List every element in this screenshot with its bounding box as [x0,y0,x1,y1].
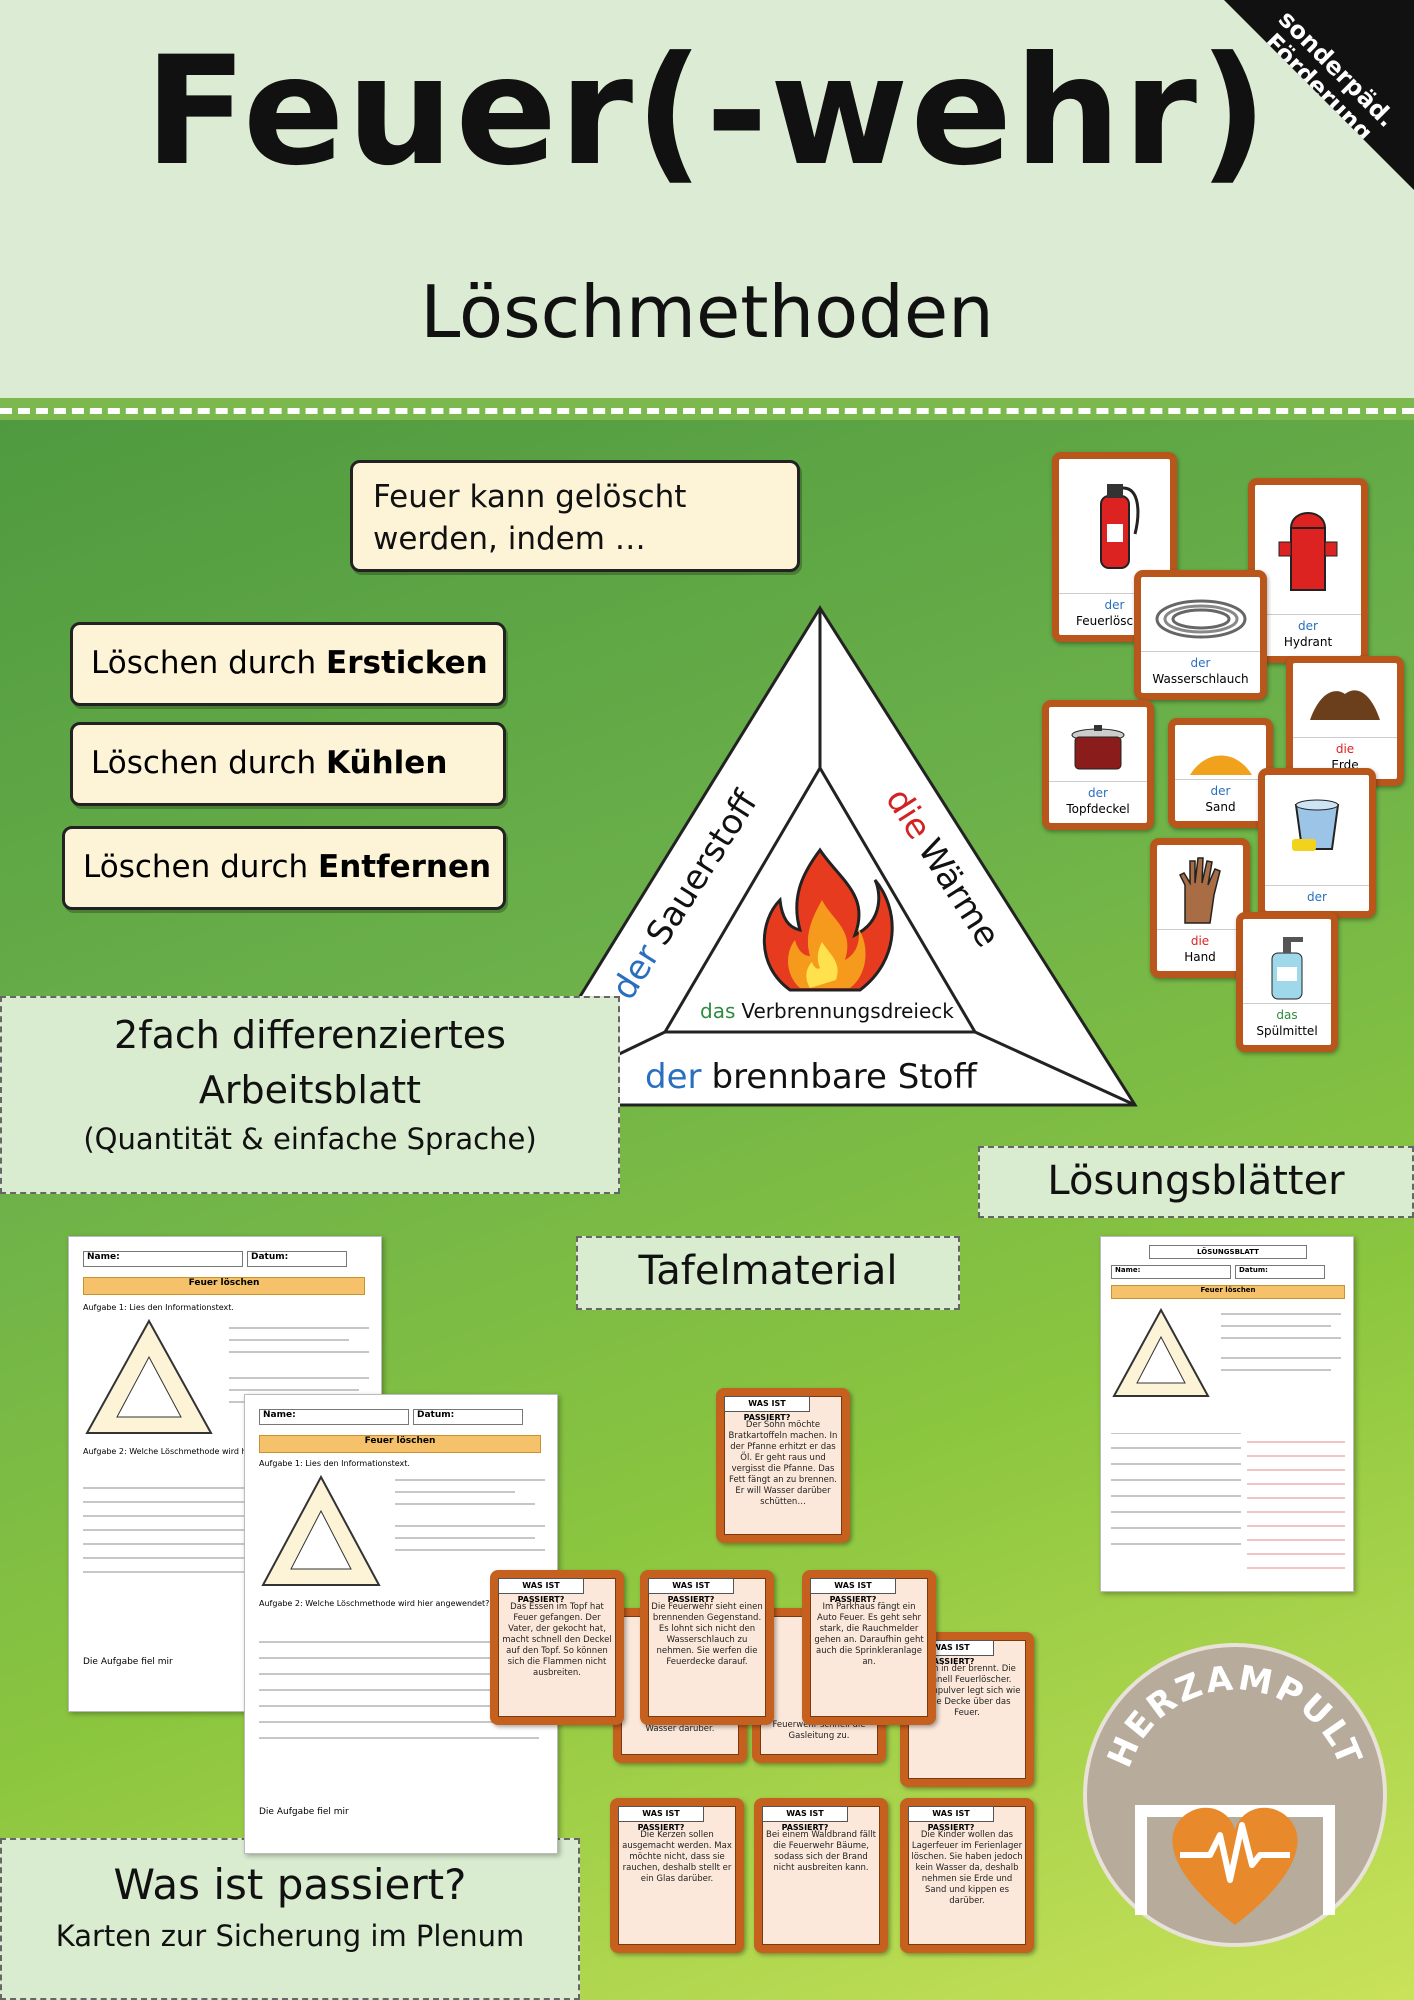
method-keyword: Ersticken [326,645,488,681]
solutions-label: Lösungsblätter [978,1146,1414,1218]
method-prefix: Löschen durch [91,745,327,781]
method-prefix: Löschen durch [91,645,327,681]
card-heading: WAS IST PASSIERT? [762,1806,848,1832]
what-happened-card: WAS IST PASSIERT?Die Kinder wollen das L… [900,1798,1034,1953]
card-heading: WAS IST PASSIERT? [648,1578,734,1604]
card-text: Das Essen im Topf hat Feuer gefangen. De… [502,1602,612,1679]
card-heading: WAS IST PASSIERT? [810,1578,896,1604]
card-text: Der Sohn möchte Bratkartoffeln machen. I… [728,1420,838,1508]
card-text: Ofen in der brennt. Die schnell Feuerlös… [913,1664,1021,1719]
card-text: Wasser darüber. [645,1724,715,1734]
what-happened-card: WAS IST PASSIERT?Die Kerzen sollen ausge… [610,1798,744,1953]
soil-icon [1301,673,1389,731]
what-happened-card: WAS IST PASSIERT?Die Feuerwehr sieht ein… [640,1570,774,1725]
mini-triangle-icon [1112,1307,1210,1397]
method-keyword: Kühlen [326,745,448,781]
soap-icon [1251,929,1323,1002]
card-heading: WAS IST PASSIERT? [724,1396,810,1422]
hand-icon [1165,855,1235,924]
worksheet-label: 2fach differenziertes Arbeitsblatt (Quan… [0,996,620,1194]
what-happened-card: WAS IST PASSIERT?Bei einem Waldbrand fäl… [754,1798,888,1953]
method-card-kuehlen: Löschen durch Kühlen [70,722,506,806]
worksheet-task2: Aufgabe 2: Welche Löschmethode wird hier… [259,1599,490,1608]
what-happened-title: Was ist passiert? [113,1860,467,1909]
board-material-label: Tafelmaterial [576,1236,960,1310]
page-title: Feuer(-wehr) [144,25,1270,199]
hose-icon [1149,587,1252,651]
worksheet-footer: Die Aufgabe fiel mir [83,1657,173,1667]
worksheet-name-field: Name: [1111,1265,1231,1279]
worksheet-footer: Die Aufgabe fiel mir [259,1807,349,1817]
what-happened-card: WAS IST PASSIERT?Im Parkhaus fängt ein A… [802,1570,936,1725]
header-band: Feuer(-wehr) Löschmethoden sonderpäd. Fö… [0,0,1414,398]
bucket-icon [1273,785,1361,860]
card-text: Die Kerzen sollen ausgemacht werden. Max… [622,1830,732,1885]
card-text: Die Feuerwehr sieht einen brennenden Geg… [651,1602,763,1668]
method-card-ersticken: Löschen durch Ersticken [70,622,506,706]
card-heading: WAS IST PASSIERT? [498,1578,584,1604]
worksheet-task1: Aufgabe 1: Lies den Informationstext. [83,1303,234,1312]
worksheet-label-line2: Arbeitsblatt [198,1068,422,1113]
mini-triangle-icon [85,1318,213,1434]
hydrant-icon [1263,495,1353,601]
dashed-divider [0,408,1414,414]
card-text: Bei einem Waldbrand fällt die Feuerwehr … [766,1830,876,1874]
mini-triangle-icon [261,1474,381,1586]
worksheet-date-field: Datum: [1235,1265,1325,1279]
worksheet-label-line3: (Quantität & einfache Sprache) [83,1122,537,1157]
what-happened-card: WAS IST PASSIERT?Das Essen im Topf hat F… [490,1570,624,1725]
worksheet-name-field: Name: [259,1409,409,1425]
fire-extinguisher-icon [1067,469,1162,578]
worksheet-task1: Aufgabe 1: Lies den Informationstext. [259,1459,410,1468]
card-heading: WAS IST PASSIERT? [618,1806,704,1832]
worksheet-date-field: Datum: [413,1409,523,1425]
solution-sheet-heading: LÖSUNGSBLATT [1149,1245,1307,1259]
what-happened-label: Was ist passiert? Karten zur Sicherung i… [0,1838,580,2000]
flame-icon [762,847,894,992]
solution-sheet-preview: LÖSUNGSBLATT Name: Datum: Feuer löschen [1100,1236,1354,1592]
picture-card-bucket: der [1258,768,1376,918]
method-prefix: Löschen durch [83,849,319,885]
card-heading: WAS IST PASSIERT? [908,1806,994,1832]
worksheet-name-field: Name: [83,1251,243,1267]
card-text: Die Kinder wollen das Lagerfeuer im Feri… [911,1830,1023,1907]
pot-icon [1057,717,1139,781]
worksheet-heading: Feuer löschen [1111,1285,1345,1299]
page-subtitle: Löschmethoden [420,270,994,354]
intro-card: Feuer kann gelöscht werden, indem … [350,460,800,572]
sand-icon [1183,735,1258,783]
what-happened-subtitle: Karten zur Sicherung im Plenum [55,1918,525,1953]
worksheet-task2: Aufgabe 2: Welche Löschmethode wird hier… [83,1447,314,1456]
worksheet-label-line1: 2fach differenziertes [114,1013,506,1057]
card-text: Im Parkhaus fängt ein Auto Feuer. Es geh… [814,1602,924,1668]
method-card-entfernen: Löschen durch Entfernen [62,826,506,910]
worksheet-heading: Feuer löschen [83,1277,365,1295]
method-keyword: Entfernen [318,849,492,885]
herzampult-logo: HERZAMPULT [1083,1643,1387,1947]
worksheet-heading: Feuer löschen [259,1435,541,1453]
worksheet-date-field: Datum: [247,1251,347,1267]
card-caption: der [1265,884,1369,905]
what-happened-card: WAS IST PASSIERT?Der Sohn möchte Bratkar… [716,1388,850,1543]
card-text: Feuerwehr schnell die Gasleitung zu. [772,1720,866,1742]
